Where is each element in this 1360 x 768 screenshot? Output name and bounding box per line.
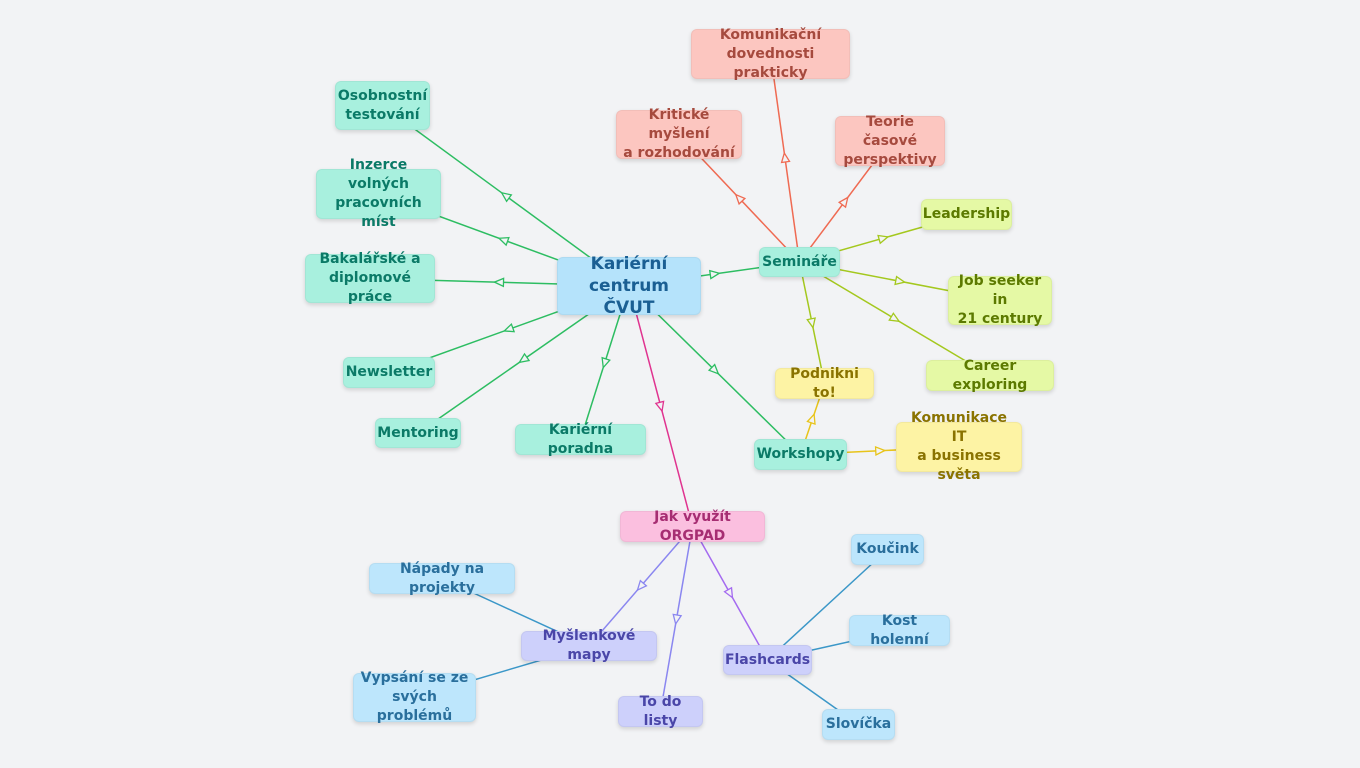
edge-arrow-seminare-jobseeker [894,275,907,286]
edge-arrow-center-inzerce [497,236,510,247]
node-poradna[interactable]: Kariérní poradna [515,422,646,457]
edge-arrow-center-poradna [601,356,611,370]
edge-arrow-seminare-krit [734,193,747,206]
edge-arrow-center-seminare [708,269,721,280]
node-mentor[interactable]: Mentoring [375,418,461,448]
node-koucink[interactable]: Koučink [851,534,924,565]
edge-arrow-seminare-podnikni [806,317,816,330]
node-career[interactable]: Career exploring [926,358,1054,393]
node-kost[interactable]: Kost holenní [849,613,950,648]
node-osob[interactable]: Osobnostní testování [335,81,430,130]
edge-arrow-center-orgpad [654,400,665,413]
node-jobseeker[interactable]: Job seeker in 21 century [948,273,1052,327]
node-napady[interactable]: Nápady na projekty [369,561,515,596]
edge-arrow-workshopy-komit [874,445,887,456]
edge-arrow-center-mentor [518,352,531,364]
node-inzerce[interactable]: Inzerce volných pracovních míst [316,157,441,230]
node-leader[interactable]: Leadership [921,199,1012,230]
edge-arrow-orgpad-flash [723,586,734,600]
node-podnikni[interactable]: Podnikni to! [775,366,874,401]
node-workshopy[interactable]: Workshopy [754,439,847,470]
edge-arrow-center-news [502,322,516,333]
edge-arrow-seminare-teorie [837,196,849,209]
node-krit[interactable]: Kritické myšlení a rozhodování [616,107,742,161]
node-news[interactable]: Newsletter [343,357,435,388]
node-todo[interactable]: To do listy [618,694,703,729]
edge-arrow-orgpad-todo [672,613,683,626]
node-komit[interactable]: Komunikace IT a business světa [896,410,1022,483]
node-mysl[interactable]: Myšlenkové mapy [521,628,657,663]
node-teorie[interactable]: Teorie časové perspektivy [835,114,945,168]
edge-arrow-workshopy-podnikni [806,412,816,426]
node-seminare[interactable]: Semináře [759,247,840,277]
node-vypsani[interactable]: Vypsání se ze svých problémů [353,670,476,724]
node-bak[interactable]: Bakalářské a diplomové práce [305,251,435,305]
edge-flash-koucink [766,548,889,661]
node-flash[interactable]: Flashcards [723,645,812,675]
node-orgpad[interactable]: Jak využít ORGPAD [620,509,765,544]
edge-arrow-seminare-komdov [780,151,791,164]
edge-arrow-orgpad-mysl [636,579,648,592]
edge-arrow-seminare-career [888,312,901,323]
edge-arrow-center-bak [492,277,505,288]
node-slovicka[interactable]: Slovíčka [822,709,895,740]
edge-arrow-center-osob [500,191,513,203]
edge-arrow-center-workshopy [707,363,720,375]
edge-arrow-seminare-leader [877,234,890,245]
node-center[interactable]: Kariérní centrum ČVUT [557,254,701,318]
node-komdov[interactable]: Komunikační dovednosti prakticky [691,27,850,81]
